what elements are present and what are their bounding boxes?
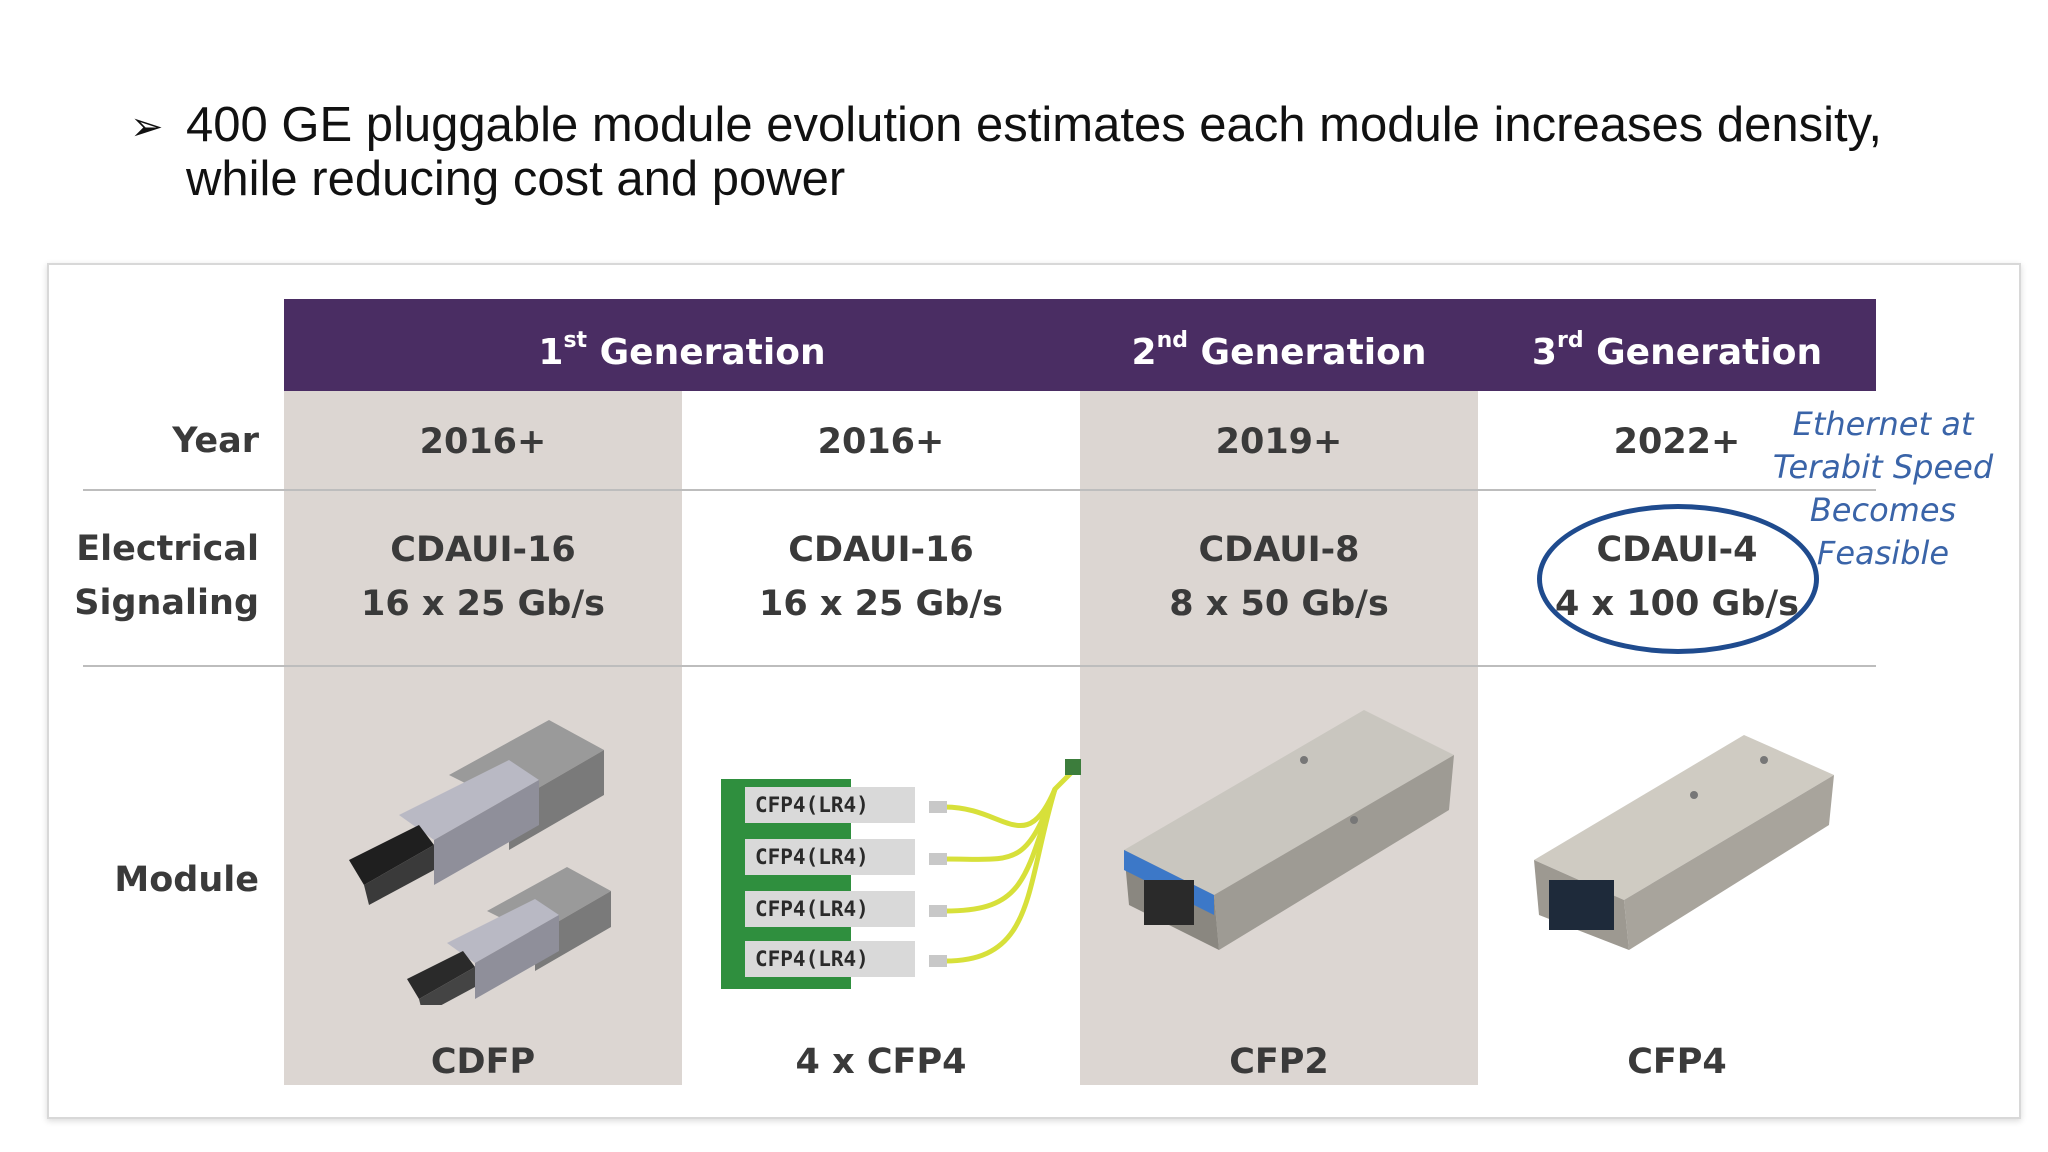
fiber-cable-icon bbox=[929, 759, 1081, 967]
gen-ordinal: 1 bbox=[538, 332, 564, 373]
cdfp-module-lower bbox=[407, 867, 611, 1005]
signaling-cell: CDAUI-8 8 x 50 Gb/s bbox=[1080, 523, 1478, 631]
row-label-module: Module bbox=[114, 860, 259, 900]
cfp4-tag: CFP4(LR4) bbox=[745, 941, 915, 977]
module-name: CFP4 bbox=[1627, 1042, 1727, 1082]
module-name: CDFP bbox=[430, 1042, 536, 1082]
signal-rate: 16 x 25 Gb/s bbox=[759, 584, 1003, 624]
header-1st-generation: 1st Generation bbox=[284, 299, 1080, 391]
gen-suffix: rd bbox=[1556, 328, 1584, 353]
row-label-electrical: Electrical bbox=[76, 529, 259, 569]
module-evolution-table: 1st Generation 2nd Generation 3rd Genera… bbox=[49, 265, 2019, 1117]
arrow-bullet-icon: ➢ bbox=[130, 105, 164, 149]
cdfp-module-upper bbox=[349, 720, 604, 905]
gen-label: Generation bbox=[1200, 332, 1427, 373]
module-evolution-table-panel: 1st Generation 2nd Generation 3rd Genera… bbox=[47, 263, 2021, 1119]
cfp4-tag: CFP4(LR4) bbox=[745, 891, 915, 927]
bullet-point: ➢ 400 GE pluggable module evolution esti… bbox=[130, 98, 1886, 206]
annotation-line: Terabit Speed bbox=[1772, 448, 1994, 486]
row-label-year: Year bbox=[172, 421, 259, 461]
gen-label: Generation bbox=[1596, 332, 1823, 373]
gen-ordinal: 3 bbox=[1531, 332, 1557, 373]
signaling-cell: CDAUI-16 16 x 25 Gb/s bbox=[682, 523, 1080, 631]
header-3rd-generation: 3rd Generation bbox=[1478, 299, 1876, 391]
signal-rate: 8 x 50 Gb/s bbox=[1169, 584, 1389, 624]
cfp2-module-image bbox=[1124, 710, 1454, 950]
module-name: CFP2 bbox=[1229, 1042, 1329, 1082]
gen-suffix: st bbox=[563, 328, 588, 353]
column-background-cfp2 bbox=[1080, 299, 1478, 1085]
gen-label: Generation bbox=[599, 332, 826, 373]
year-cell: 2016+ bbox=[817, 422, 945, 462]
signal-name: CDAUI-16 bbox=[390, 530, 576, 570]
signal-name: CDAUI-16 bbox=[788, 530, 974, 570]
annotation-line: Feasible bbox=[1816, 534, 1950, 572]
annotation-line: Ethernet at bbox=[1792, 405, 1974, 443]
module-name: 4 x CFP4 bbox=[795, 1042, 967, 1082]
generation-header-bar bbox=[284, 299, 1876, 391]
annotation-line: Becomes bbox=[1809, 491, 1957, 529]
cfp4-array-image: CFP4(LR4) CFP4(LR4) CFP4(LR4) CFP4(LR4) bbox=[721, 759, 1121, 999]
year-cell: 2016+ bbox=[419, 422, 547, 462]
cfp4-tag: CFP4(LR4) bbox=[745, 839, 915, 875]
bullet-text: 400 GE pluggable module evolution estima… bbox=[186, 98, 1883, 206]
year-cell: 2019+ bbox=[1215, 422, 1343, 462]
header-2nd-generation: 2nd Generation bbox=[1080, 299, 1478, 391]
terabit-annotation: Ethernet at Terabit Speed Becomes Feasib… bbox=[1768, 403, 1998, 575]
row-divider-signaling bbox=[83, 665, 1876, 667]
row-label-signaling: Signaling bbox=[74, 583, 259, 623]
gen-suffix: nd bbox=[1156, 328, 1188, 353]
highlight-ellipse bbox=[1537, 504, 1819, 654]
cfp4-module-image bbox=[1534, 735, 1834, 950]
row-divider-year bbox=[83, 489, 1876, 491]
signaling-cell: CDAUI-16 16 x 25 Gb/s bbox=[284, 523, 682, 631]
signal-rate: 16 x 25 Gb/s bbox=[361, 584, 605, 624]
gen-ordinal: 2 bbox=[1131, 332, 1157, 373]
signal-name: CDAUI-8 bbox=[1198, 530, 1360, 570]
cdfp-module-image bbox=[349, 720, 611, 1005]
cfp4-tag: CFP4(LR4) bbox=[745, 787, 915, 823]
year-cell: 2022+ bbox=[1613, 422, 1741, 462]
